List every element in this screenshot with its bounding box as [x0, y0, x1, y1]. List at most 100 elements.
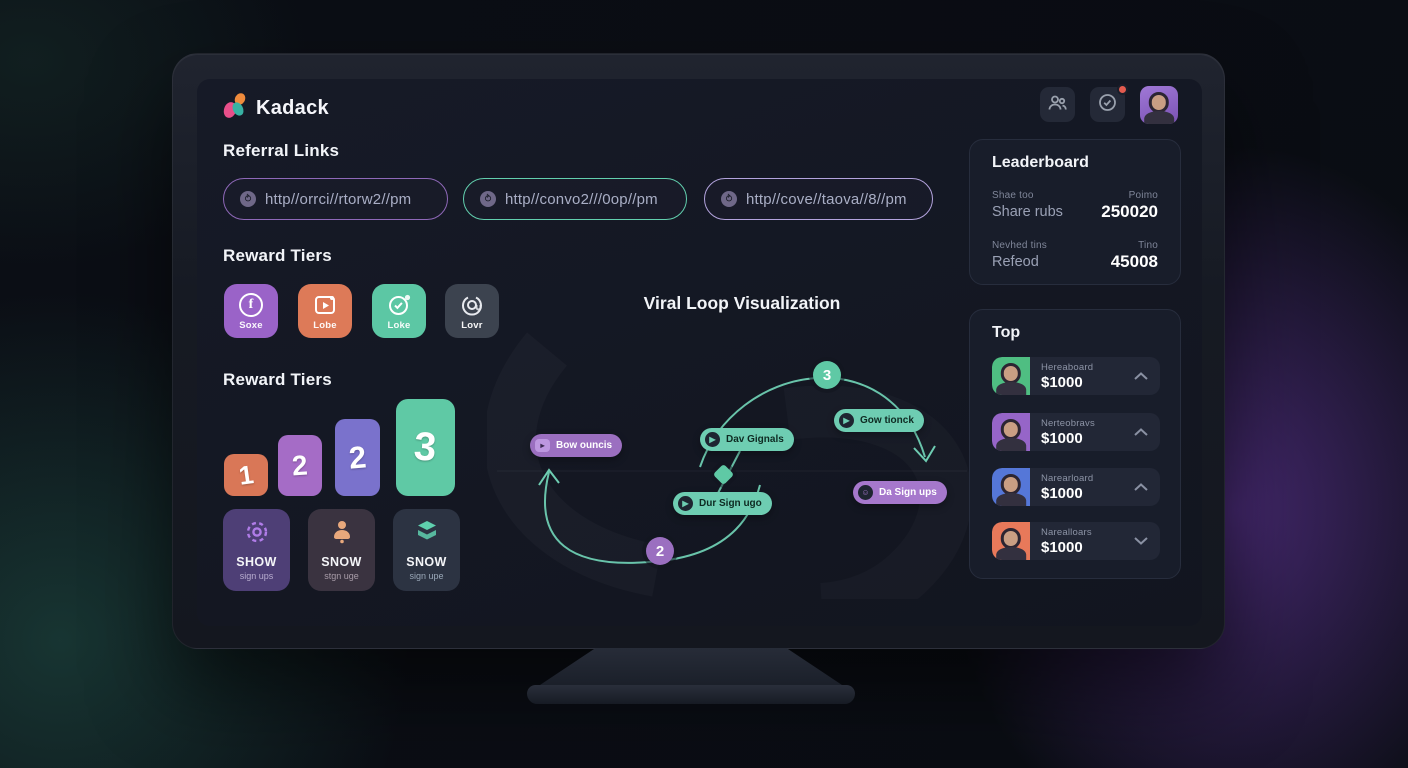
- tier-number: 1: [236, 458, 256, 491]
- stat-value-label: Tino: [1138, 240, 1158, 251]
- stat-sublabel: Share rubs: [992, 204, 1063, 220]
- chat-icon: [387, 291, 412, 319]
- layers-icon: [414, 519, 440, 550]
- referral-url: http//orrci//rtorw2//pm: [265, 190, 412, 208]
- flow-pill-label: Da Sign ups: [879, 487, 937, 498]
- brand-name: Kadack: [256, 96, 329, 119]
- tier-bar-4[interactable]: 3: [396, 399, 455, 496]
- referral-link-1[interactable]: ⥁ http//orrci//rtorw2//pm: [223, 178, 448, 220]
- video-icon: [313, 291, 337, 319]
- stat-label: Shae too: [992, 190, 1034, 201]
- top-list-item-1[interactable]: Hereaboard $1000: [992, 357, 1160, 395]
- chevron-up-icon[interactable]: [1134, 428, 1148, 436]
- top-list-item-2[interactable]: Nerteobravs $1000: [992, 413, 1160, 451]
- show-card-1[interactable]: SHOW sign ups: [223, 509, 290, 591]
- flow-pill-dur-sign-ugo[interactable]: ▶ Dur Sign ugo: [673, 492, 772, 515]
- viz-node-2: 2: [646, 537, 674, 565]
- tile-label: Lovr: [461, 320, 483, 331]
- facebook-icon: f: [239, 291, 263, 319]
- flow-pill-bow-ouncis[interactable]: ▸ Bow ouncis: [530, 434, 623, 457]
- show-card-title: SNOW: [406, 555, 447, 569]
- flow-pill-dav-gignals[interactable]: ▶ Dav Gignals: [700, 428, 794, 451]
- tier-bar-2[interactable]: 2: [278, 435, 322, 496]
- item-name: Narealloars: [1041, 526, 1092, 538]
- avatar-person: [1140, 86, 1178, 124]
- tier-number: 3: [412, 424, 439, 470]
- chevron-up-icon[interactable]: [1134, 372, 1148, 380]
- copy-icon: ⥁: [480, 191, 496, 207]
- top-panel: Top Hereaboard $1000 Nerteobravs: [969, 309, 1181, 579]
- item-value: $1000: [1041, 484, 1083, 502]
- show-card-title: SNOW: [321, 555, 362, 569]
- leaderboard-panel: Leaderboard Shae too Poimo Share rubs 25…: [969, 139, 1181, 285]
- stat-value-label: Poimo: [1128, 190, 1158, 201]
- item-value: $1000: [1041, 373, 1083, 391]
- check-circle-icon: [1098, 93, 1117, 117]
- copy-icon: ⥁: [240, 191, 256, 207]
- item-value: $1000: [1041, 429, 1083, 447]
- play-circle-icon: ▶: [705, 432, 720, 447]
- reward-tiers-heading-2: Reward Tiers: [223, 370, 332, 389]
- show-card-3[interactable]: SNOW sign upe: [393, 509, 460, 591]
- top-panel-title: Top: [992, 324, 1021, 341]
- tier-number: 2: [347, 438, 368, 476]
- chevron-down-icon[interactable]: [1134, 537, 1148, 545]
- tier-number: 2: [291, 448, 309, 482]
- avatar: [992, 468, 1030, 506]
- item-name: Narearloard: [1041, 472, 1094, 484]
- viz-title: Viral Loop Visualization: [643, 293, 841, 313]
- tier-bar-3[interactable]: 2: [335, 419, 380, 496]
- flow-pill-label: Dur Sign ugo: [699, 498, 762, 509]
- smile-circle-icon: ☺: [858, 485, 873, 500]
- avatar: [992, 413, 1030, 451]
- item-name: Nerteobravs: [1041, 417, 1095, 429]
- notification-badge: [1117, 84, 1128, 95]
- share-icon: ▸: [535, 439, 550, 452]
- social-tile-facebook[interactable]: f Soxe: [224, 284, 278, 338]
- social-tile-video[interactable]: Lobe: [298, 284, 352, 338]
- show-card-subtitle: sign upe: [409, 571, 444, 581]
- top-list-item-4[interactable]: Narealloars $1000: [992, 522, 1160, 560]
- referral-link-2[interactable]: ⥁ http//convo2///0op//pm: [463, 178, 687, 220]
- flow-pill-label: Bow ouncis: [556, 440, 613, 451]
- social-tile-chat[interactable]: Loke: [372, 284, 426, 338]
- top-list-item-3[interactable]: Narearloard $1000: [992, 468, 1160, 506]
- stat-value: 250020: [1101, 202, 1158, 221]
- show-card-title: SHOW: [236, 555, 277, 569]
- brand-logo: Kadack: [223, 92, 329, 124]
- tile-label: Soxe: [239, 320, 263, 331]
- play-circle-icon: ▶: [839, 413, 854, 428]
- user-avatar[interactable]: [1140, 86, 1178, 124]
- viz-node-3: 3: [813, 361, 841, 389]
- flow-pill-da-sign-ups[interactable]: ☺ Da Sign ups: [853, 481, 947, 504]
- stat-sublabel: Refeod: [992, 254, 1039, 270]
- at-icon: [460, 291, 484, 319]
- status-button[interactable]: [1090, 84, 1128, 122]
- referral-link-3[interactable]: ⥁ http//cove//taova//8//pm: [704, 178, 933, 220]
- tier-bar-1[interactable]: 1: [224, 454, 268, 496]
- flow-pill-label: Gow tionck: [860, 415, 914, 426]
- monitor-frame: Kadack: [172, 53, 1225, 649]
- users-button[interactable]: [1040, 87, 1075, 122]
- avatar: [992, 522, 1030, 560]
- item-value: $1000: [1041, 538, 1083, 556]
- person-icon: [329, 519, 355, 550]
- referral-links-heading: Referral Links: [223, 141, 340, 160]
- reward-tiers-heading-1: Reward Tiers: [223, 246, 332, 265]
- users-icon: [1048, 94, 1067, 116]
- item-name: Hereaboard: [1041, 361, 1094, 373]
- leaderboard-title: Leaderboard: [992, 154, 1089, 171]
- social-tile-at[interactable]: Lovr: [445, 284, 499, 338]
- tile-label: Loke: [387, 320, 411, 331]
- viz-diamond-marker: [712, 463, 735, 486]
- flow-pill-label: Dav Gignals: [726, 434, 784, 445]
- chevron-up-icon[interactable]: [1134, 483, 1148, 491]
- flow-pill-gow-tionck[interactable]: ▶ Gow tionck: [834, 409, 924, 432]
- show-card-subtitle: sign ups: [239, 571, 274, 581]
- show-card-2[interactable]: SNOW stgn uge: [308, 509, 375, 591]
- app-screen: Kadack: [197, 79, 1202, 626]
- node-number: 3: [822, 366, 832, 384]
- show-card-subtitle: stgn uge: [324, 571, 359, 581]
- monitor-stand-base: [527, 685, 855, 704]
